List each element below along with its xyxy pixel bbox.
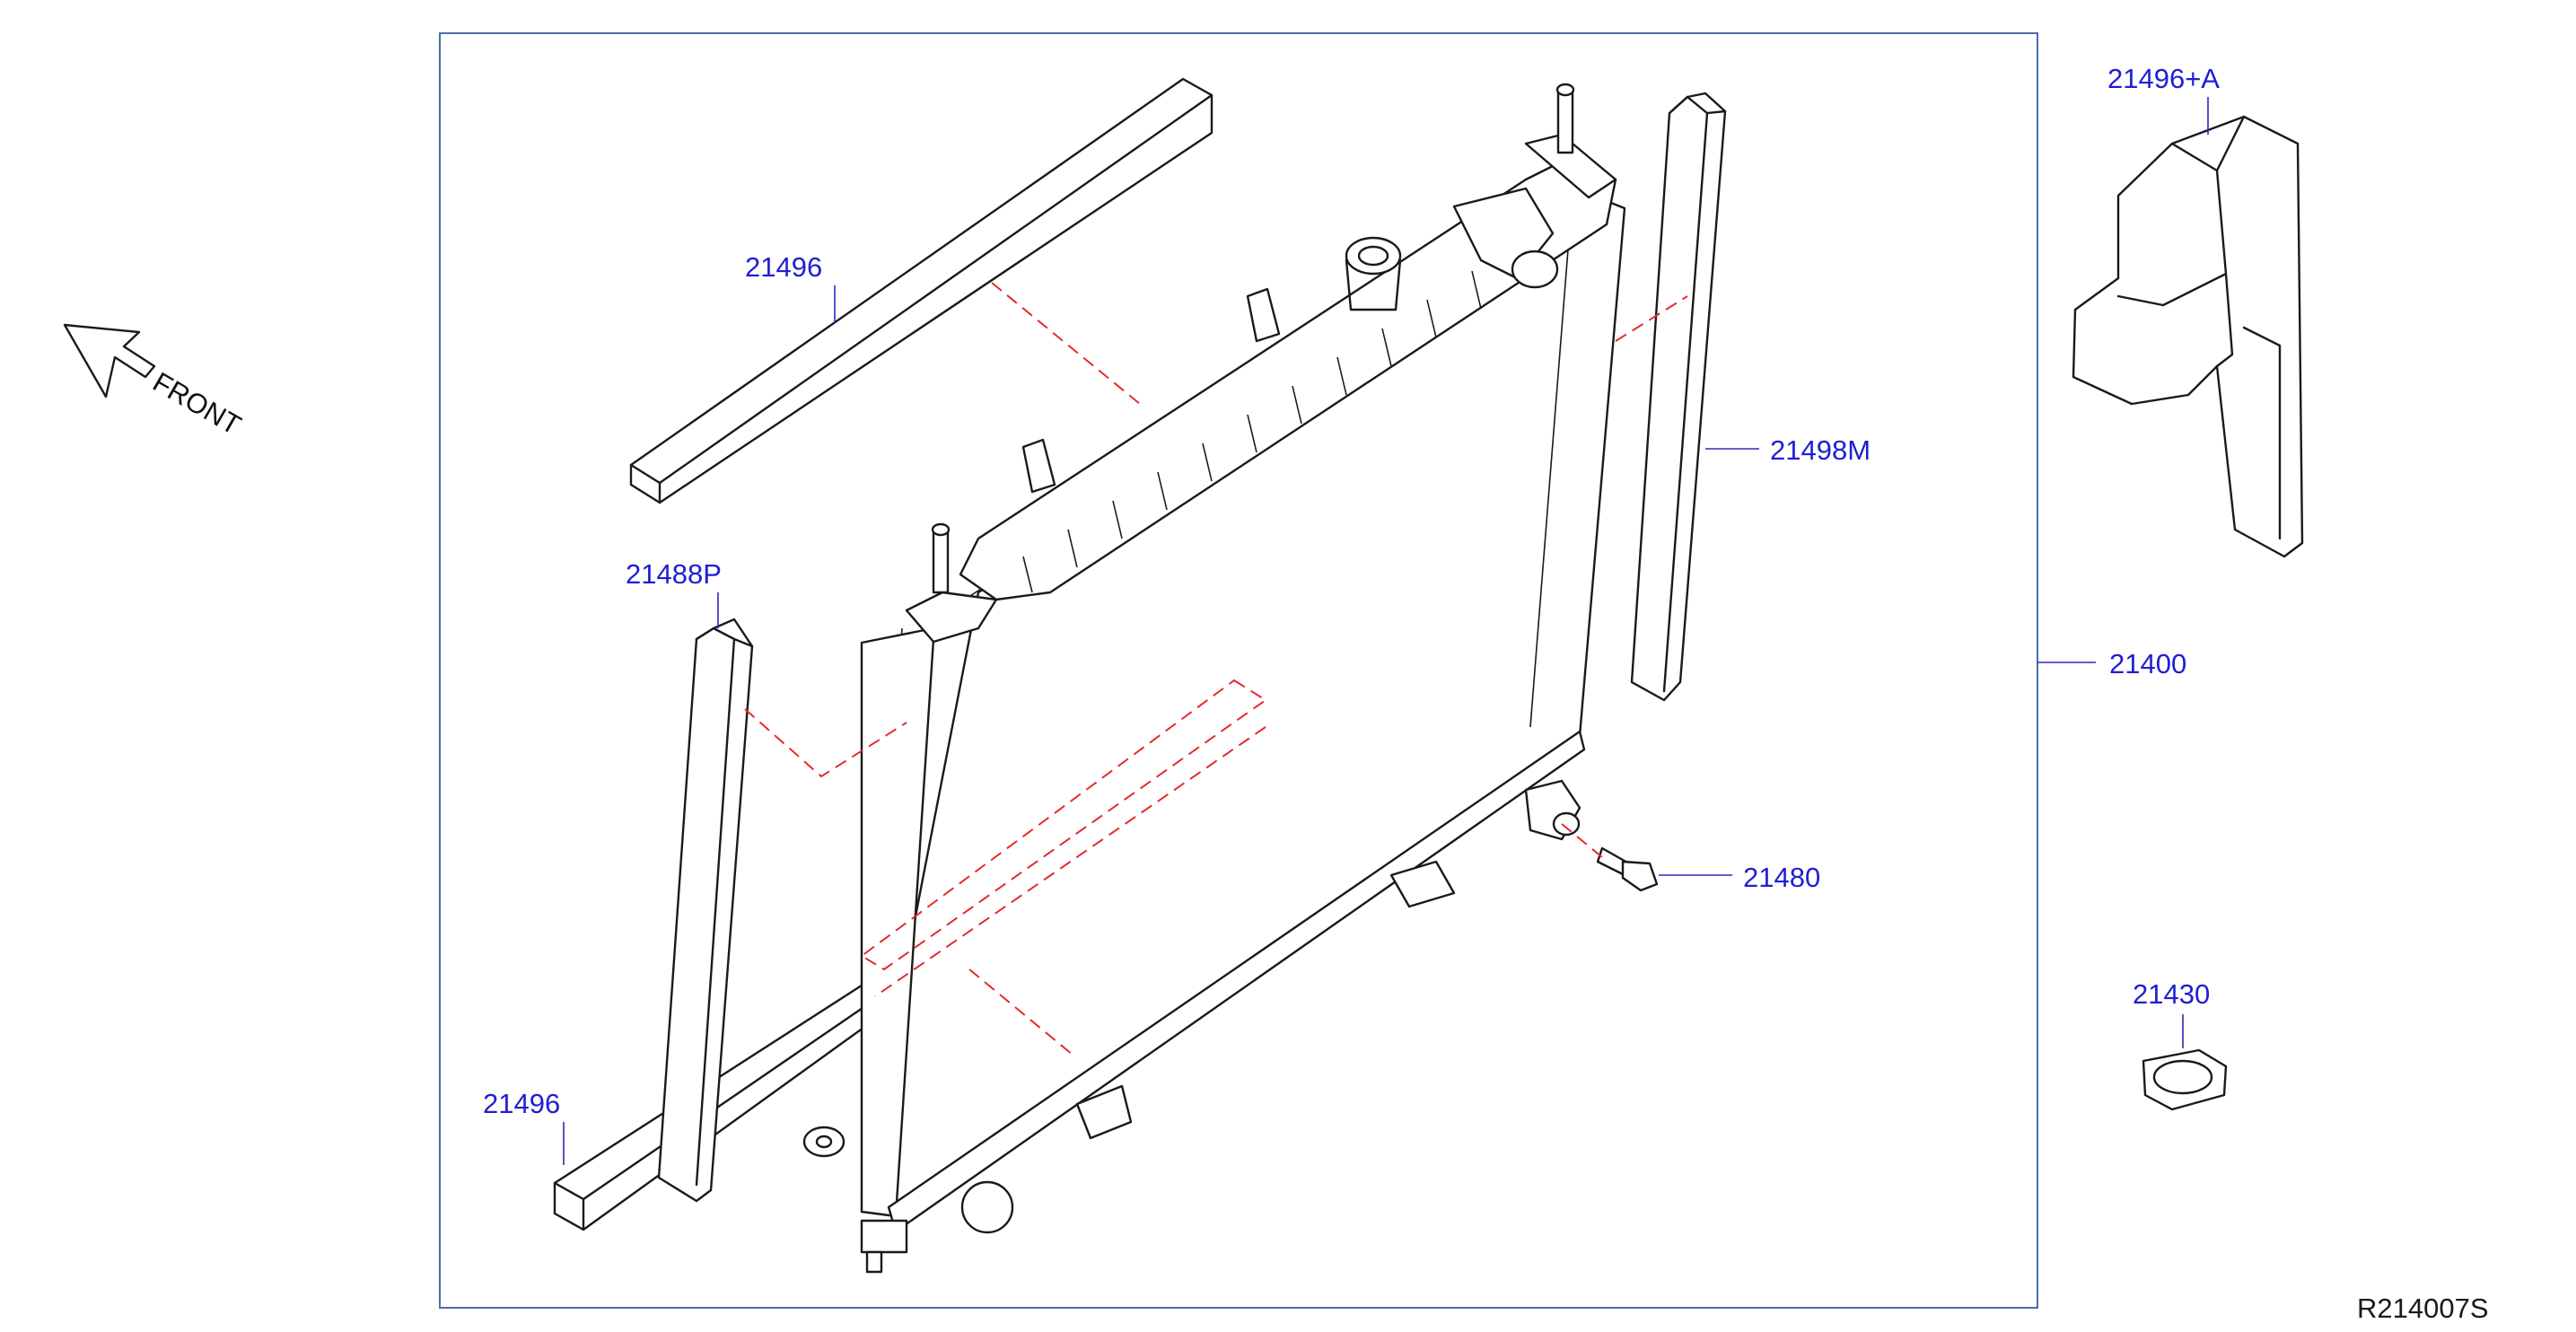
radiator-core-part <box>860 196 1626 1233</box>
label-side-seal: 21496+A <box>2107 63 2220 94</box>
reference-code: R214007S <box>2357 1293 2489 1324</box>
label-radiator-assembly: 21400 <box>2109 648 2186 679</box>
label-right-seal: 21498M <box>1770 434 1871 466</box>
radiator-cap-part <box>2142 1048 2228 1111</box>
label-left-seal: 21488P <box>626 558 722 590</box>
label-lower-seal: 21496 <box>483 1088 560 1119</box>
label-radiator-cap: 21430 <box>2133 978 2210 1010</box>
front-label: FRONT <box>148 366 247 442</box>
side-seal-part <box>2072 115 2304 558</box>
label-drain-plug: 21480 <box>1743 862 1820 893</box>
left-seal-part <box>657 618 754 1203</box>
label-upper-seal: 21496 <box>745 251 822 283</box>
upper-seal-part <box>629 77 1214 504</box>
radiator-upper-tank <box>905 83 1617 644</box>
assembly-frame <box>439 32 2038 1309</box>
relation-lines <box>744 282 1688 1056</box>
drain-plug-part <box>1596 846 1659 892</box>
right-seal-part <box>1630 92 1727 702</box>
leader-lines <box>563 97 2209 1165</box>
radiator-lower-fittings <box>802 779 1582 1274</box>
front-arrow-icon <box>63 323 156 399</box>
